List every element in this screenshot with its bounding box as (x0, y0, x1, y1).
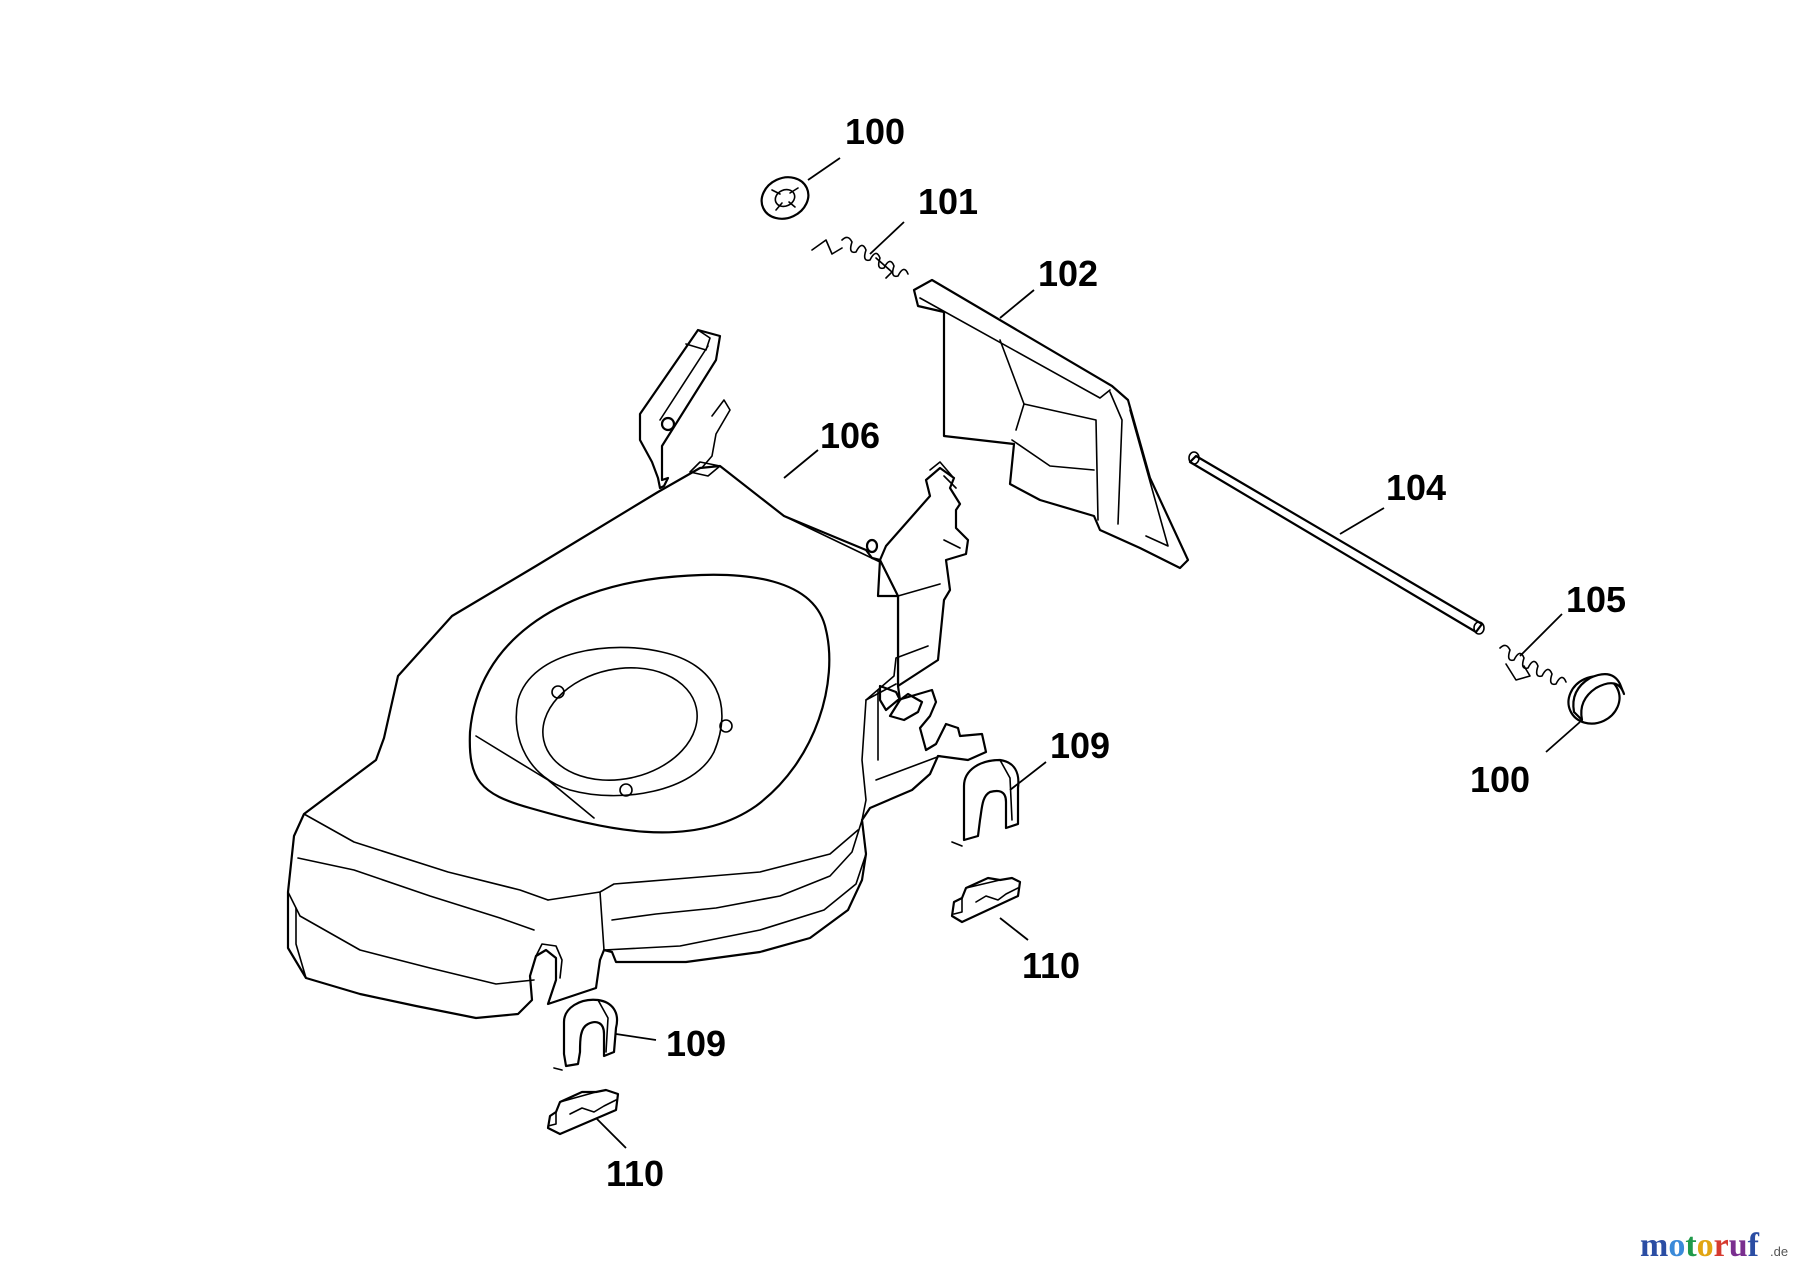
leader-lines (595, 157, 1581, 1149)
deflector-flap-part-102 (912, 278, 1190, 570)
insert-part-110-left (546, 1088, 620, 1136)
callout-labels: 100 101 102 106 104 105 100 109 110 109 … (606, 111, 1626, 1194)
cap-part-100-right (1567, 673, 1626, 725)
rod-part-104 (1188, 451, 1485, 635)
wm-letter: r (1714, 1227, 1729, 1264)
watermark-logo: motoruf .de (1640, 1227, 1788, 1264)
callout-clip-left: 109 (666, 1023, 726, 1064)
callout-insert-left: 110 (606, 1153, 664, 1194)
wm-letter: o (1697, 1227, 1714, 1264)
watermark-tld: .de (1770, 1244, 1788, 1259)
callout-cap-right: 100 (1470, 759, 1530, 800)
callout-deck: 106 (820, 415, 880, 456)
wm-letter: u (1729, 1227, 1748, 1264)
spring-part-101 (811, 236, 909, 279)
callout-clip-right: 109 (1050, 725, 1110, 766)
callout-flap: 102 (1038, 253, 1098, 294)
mower-deck-part-106 (286, 328, 988, 1020)
callout-rod: 104 (1386, 467, 1446, 508)
clip-part-109-right (951, 758, 1020, 847)
wm-letter: o (1668, 1227, 1685, 1264)
washer-part-100-top (760, 176, 810, 220)
callout-spring-top: 101 (918, 181, 978, 222)
clip-part-109-left (553, 998, 619, 1071)
wm-letter: t (1685, 1227, 1697, 1264)
watermark-text: motoruf (1640, 1227, 1760, 1264)
callout-insert-right: 110 (1022, 945, 1080, 986)
wm-letter: f (1748, 1227, 1760, 1264)
wm-letter: m (1640, 1227, 1668, 1264)
callout-washer-top: 100 (845, 111, 905, 152)
spring-part-105 (1499, 644, 1567, 686)
callout-spring-right: 105 (1566, 579, 1626, 620)
insert-part-110-right (950, 876, 1022, 924)
